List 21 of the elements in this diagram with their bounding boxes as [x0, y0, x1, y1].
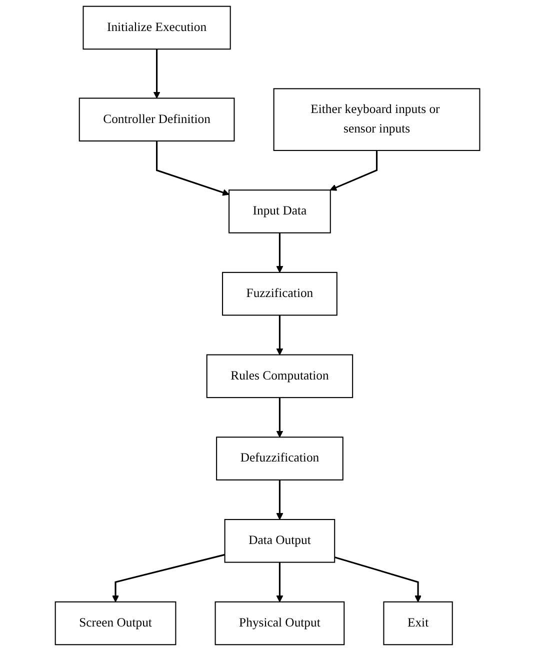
- node-box: Physical Output: [215, 601, 346, 646]
- arrow: [330, 150, 378, 191]
- node-box: Exit: [384, 601, 454, 646]
- arrow: [276, 562, 284, 602]
- node-box: Controller Definition: [79, 98, 236, 142]
- node-box: Input Data: [229, 190, 332, 234]
- node-box: Screen Output: [55, 601, 177, 646]
- arrow: [112, 554, 226, 602]
- arrow: [156, 140, 230, 196]
- arrow: [154, 49, 161, 99]
- arrow: [276, 232, 284, 273]
- arrow: [276, 398, 284, 438]
- node-box: Defuzzification: [216, 436, 344, 480]
- node-box: Fuzzification: [222, 272, 338, 316]
- arrow: [276, 480, 284, 520]
- arrow: [276, 315, 284, 356]
- node-box: Rules Computation: [206, 354, 354, 398]
- node-box: Data Output: [224, 519, 336, 563]
- node-box: Initialize Execution: [83, 6, 232, 50]
- node-box: Either keyboard inputs or sensor inputs: [274, 88, 481, 151]
- arrow: [334, 556, 422, 602]
